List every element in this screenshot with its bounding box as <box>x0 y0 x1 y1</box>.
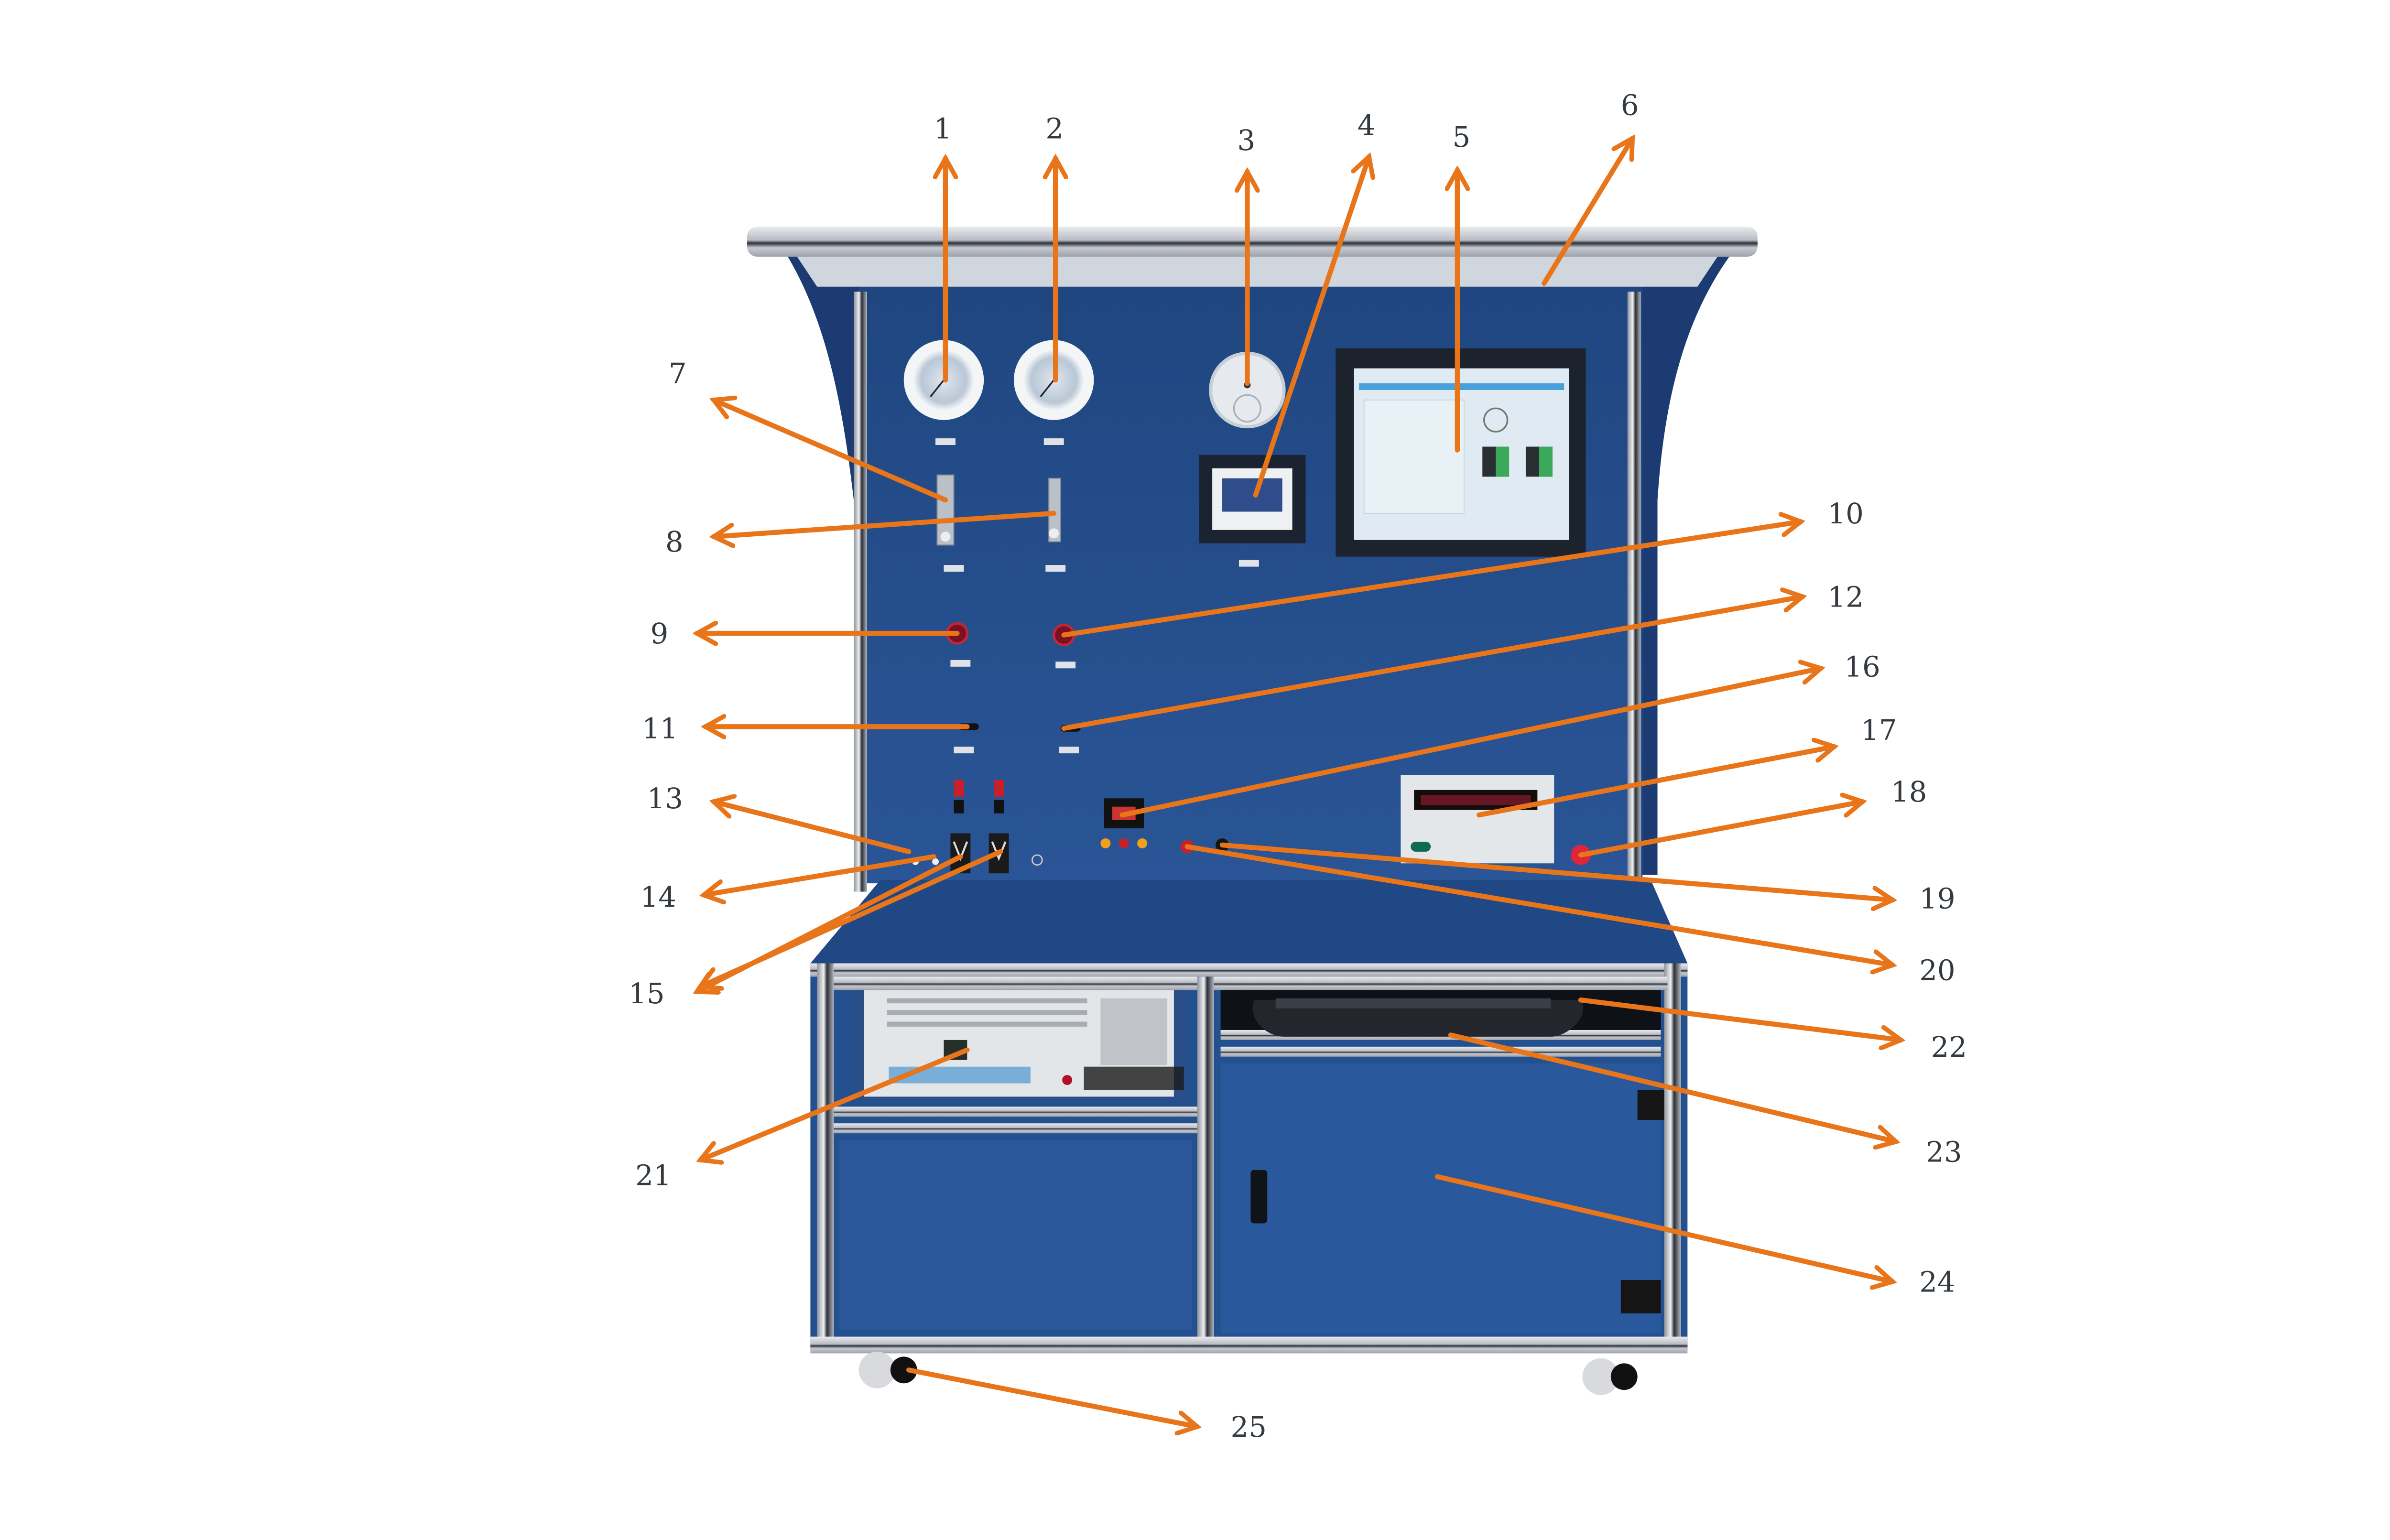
callout-label-16: 16 <box>1844 651 1880 683</box>
small-display-panel <box>1199 455 1306 567</box>
callout-label-12: 12 <box>1827 580 1863 613</box>
callout-label-6: 6 <box>1621 89 1639 122</box>
callout-label-13: 13 <box>647 782 683 815</box>
callout-label-8: 8 <box>665 525 684 558</box>
callout-label-14: 14 <box>641 880 676 913</box>
callout-label-2: 2 <box>1045 112 1064 145</box>
dc-power-supply <box>1401 775 1554 864</box>
touch-screen-monitor <box>1336 348 1586 557</box>
callout-label-7: 7 <box>669 357 687 390</box>
rack-instrument <box>834 976 1197 1134</box>
callout-label-11: 11 <box>642 712 678 745</box>
flowmeter-left <box>936 474 964 572</box>
callout-arrows <box>697 138 1901 1426</box>
top-light-canopy <box>747 227 1758 287</box>
keyboard <box>1252 998 1584 1037</box>
callout-label-10: 10 <box>1827 497 1863 530</box>
desk-top <box>810 880 1688 964</box>
callout-label-17: 17 <box>1861 714 1897 747</box>
digital-meter <box>1100 798 1148 848</box>
callout-label-23: 23 <box>1926 1135 1962 1168</box>
callout-label-21: 21 <box>635 1159 671 1192</box>
cabinet-door <box>1220 1063 1664 1334</box>
callout-label-15: 15 <box>629 977 664 1010</box>
test-clamps <box>912 780 1043 874</box>
callout-label-3: 3 <box>1237 124 1255 157</box>
callout-labels: 1 2 3 4 5 6 7 8 9 10 11 12 13 14 15 16 1… <box>629 89 1967 1443</box>
callout-label-5: 5 <box>1452 120 1470 153</box>
callout-label-18: 18 <box>1891 775 1927 808</box>
flowmeter-right <box>1045 477 1066 572</box>
caster-wheel <box>858 1351 1638 1395</box>
callout-label-9: 9 <box>651 617 669 650</box>
callout-label-20: 20 <box>1919 954 1955 987</box>
callout-label-1: 1 <box>934 112 952 145</box>
callout-label-25: 25 <box>1230 1410 1266 1443</box>
callout-label-24: 24 <box>1919 1265 1955 1298</box>
callout-label-19: 19 <box>1919 882 1955 915</box>
left-lower-panel <box>838 1140 1193 1330</box>
callout-label-4: 4 <box>1358 108 1376 141</box>
callout-label-22: 22 <box>1931 1030 1967 1063</box>
